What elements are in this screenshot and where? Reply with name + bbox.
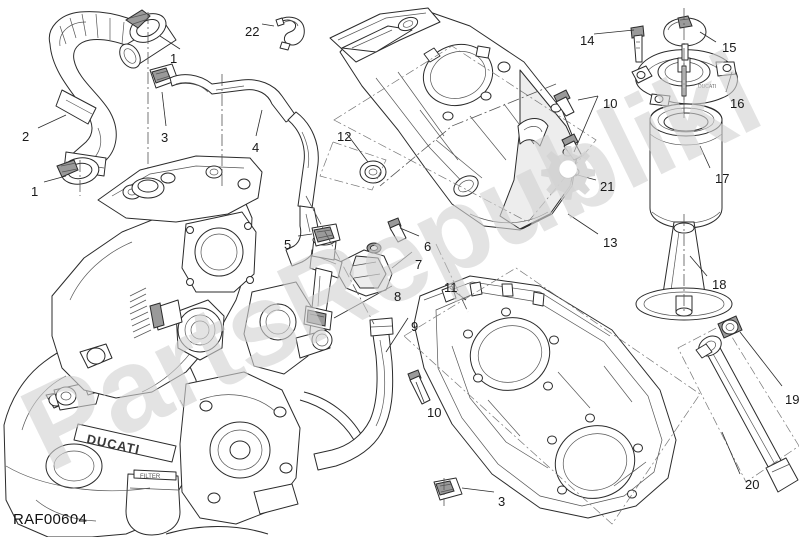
- part-19-rod-end-fitting: [717, 315, 743, 339]
- callout-airbox-lower-tray[interactable]: 11: [444, 280, 458, 295]
- part-12-grommet: [319, 141, 387, 191]
- callout-screw[interactable]: 14: [580, 33, 595, 48]
- callout-retaining-clip[interactable]: 22: [245, 24, 260, 39]
- callout-clamp[interactable]: 5: [284, 237, 292, 252]
- callout-screw[interactable]: 10: [603, 96, 618, 111]
- callout-filter-knob[interactable]: 15: [722, 40, 737, 55]
- part-15-filter-knob: [663, 15, 707, 61]
- part-4-breather-pipe: [169, 74, 319, 267]
- part-10-screw-a: [553, 89, 575, 117]
- callout-intake-hose[interactable]: 2: [22, 129, 30, 144]
- callout-rod-end-fitting[interactable]: 19: [785, 392, 799, 407]
- callout-vent-hose[interactable]: 9: [411, 319, 419, 334]
- part-17-air-filter-cartridge: [649, 60, 723, 229]
- callout-clamp[interactable]: 3: [161, 130, 169, 145]
- callout-hose-clamp[interactable]: 1: [170, 51, 178, 66]
- callout-screw[interactable]: 21: [600, 179, 615, 194]
- part-14-screw: [630, 25, 645, 63]
- callout-grommet[interactable]: 12: [337, 129, 352, 144]
- callout-filter-cover[interactable]: 16: [730, 96, 745, 111]
- callout-screw[interactable]: 6: [424, 239, 432, 254]
- part-22-retaining-clip: [275, 16, 305, 51]
- leader-lines: [37, 8, 783, 506]
- engine-assembly: DUCATI FILTER: [3, 155, 363, 537]
- svg-text:DUCATI: DUCATI: [698, 84, 716, 90]
- part-11-airbox-lower-tray: [403, 267, 701, 525]
- callout-air-filter-cartridge[interactable]: 17: [715, 171, 730, 186]
- part-3-clamp-lower: [433, 477, 463, 501]
- svg-text:FILTER: FILTER: [140, 474, 161, 480]
- callout-hose-clamp[interactable]: 1: [31, 184, 39, 199]
- callout-clamp[interactable]: 3: [498, 494, 506, 509]
- callout-pressure-regulator[interactable]: 7: [415, 257, 423, 272]
- callout-support-rod[interactable]: 20: [745, 477, 760, 492]
- part-10-screw-b: [407, 369, 431, 405]
- part-6-screw: [366, 217, 407, 254]
- part-5-clamp: [311, 223, 341, 247]
- part-13-airbox-upper-cover: [329, 7, 597, 231]
- part-9-vent-hose: [313, 317, 394, 471]
- callout-fuel-fitting[interactable]: 8: [394, 289, 402, 304]
- part-20-support-rod: [677, 323, 799, 493]
- callout-intake-funnel[interactable]: 18: [712, 277, 727, 292]
- callout-screw[interactable]: 10: [427, 405, 442, 420]
- callout-airbox-upper-cover[interactable]: 13: [603, 235, 618, 250]
- callout-breather-pipe[interactable]: 4: [252, 140, 260, 155]
- diagram-reference-code: RAF00604: [13, 511, 88, 528]
